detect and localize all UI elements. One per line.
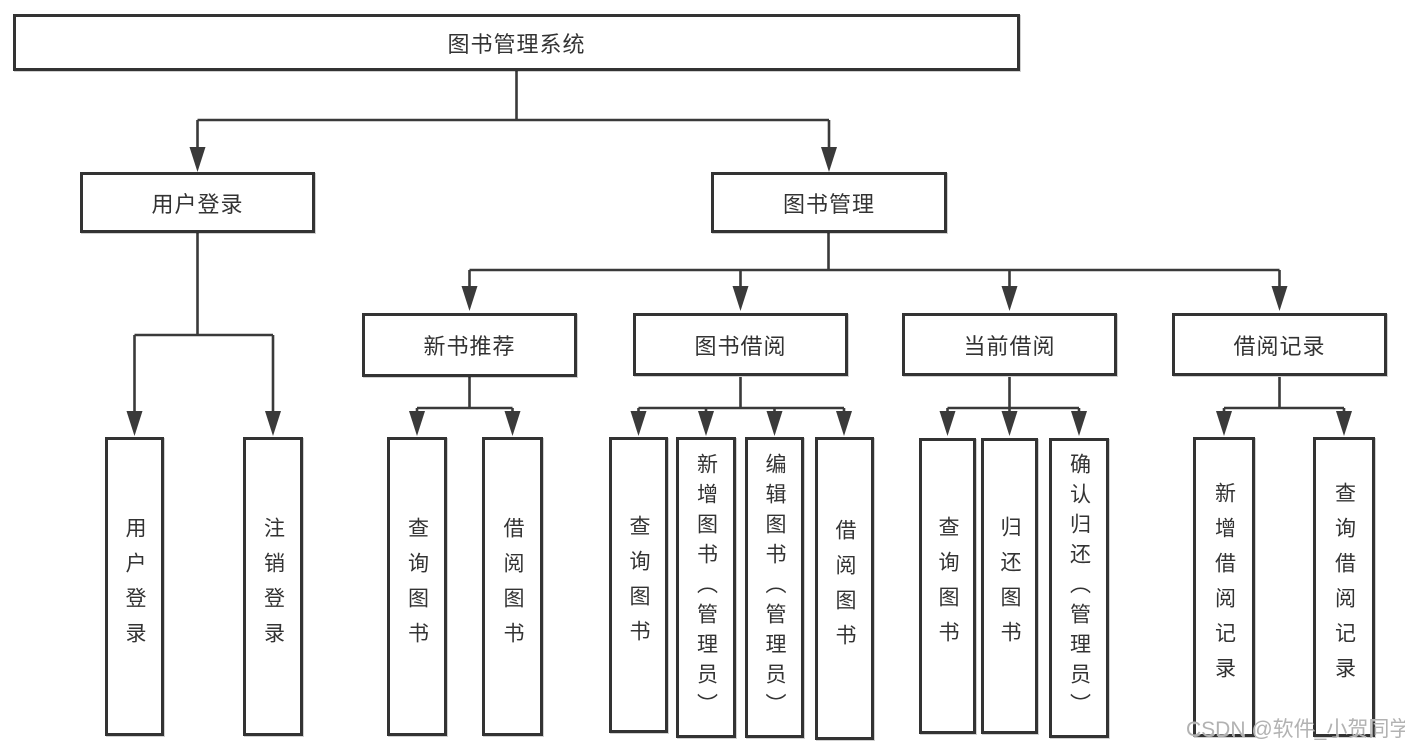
node-label: 归还图书 — [998, 516, 1021, 656]
leaf-add-books-admin: 新增图书（管理员） — [676, 437, 736, 738]
node-book-management: 图书管理 — [711, 172, 947, 233]
node-label: 用户登录 — [151, 191, 244, 217]
leaf-logout: 注销登录 — [243, 437, 303, 736]
node-label: 查询图书 — [627, 515, 650, 655]
node-current-borrow: 当前借阅 — [902, 313, 1117, 376]
csdn-watermark: CSDN @软件_小贺同学 — [1186, 718, 1405, 741]
node-label: 借阅图书 — [501, 516, 524, 657]
node-new-book-recommend: 新书推荐 — [362, 313, 577, 377]
node-label: 编辑图书（管理员） — [763, 452, 786, 723]
node-label: 当前借阅 — [963, 333, 1056, 359]
node-user-login: 用户登录 — [80, 172, 315, 233]
node-label: 查询图书 — [936, 516, 959, 656]
node-borrow-records: 借阅记录 — [1172, 313, 1387, 376]
node-label: 图书借阅 — [694, 333, 787, 359]
node-label: 查询图书 — [405, 516, 429, 657]
node-label: 注销登录 — [261, 516, 285, 657]
node-label: 查询借阅记录 — [1332, 482, 1356, 692]
leaf-return-books: 归还图书 — [981, 438, 1038, 734]
leaf-query-borrow-record: 查询借阅记录 — [1313, 437, 1375, 737]
node-label: 新增图书（管理员） — [694, 452, 718, 723]
node-label: 新增借阅记录 — [1212, 482, 1236, 692]
node-book-borrow: 图书借阅 — [633, 313, 848, 376]
node-label: 图书管理 — [782, 191, 875, 217]
node-label: 用户登录 — [123, 516, 146, 657]
leaf-borrow-books-recommend: 借阅图书 — [482, 437, 543, 736]
node-label: 借阅记录 — [1233, 333, 1326, 359]
node-label: 图书管理系统 — [447, 31, 586, 57]
leaf-borrow-books: 借阅图书 — [815, 437, 874, 740]
arrowheads — [126, 147, 1352, 436]
leaf-user-login: 用户登录 — [105, 437, 164, 736]
node-label: 新书推荐 — [423, 334, 516, 359]
node-label: 确认归还（管理员） — [1067, 453, 1091, 723]
leaf-query-books-borrow: 查询图书 — [609, 437, 668, 733]
node-label: 借阅图书 — [833, 518, 856, 659]
leaf-add-borrow-record: 新增借阅记录 — [1193, 437, 1255, 737]
leaf-edit-books-admin: 编辑图书（管理员） — [745, 437, 804, 738]
node-library-system: 图书管理系统 — [13, 14, 1020, 71]
leaf-query-books-current: 查询图书 — [919, 438, 976, 734]
leaf-confirm-return-admin: 确认归还（管理员） — [1049, 438, 1109, 738]
leaf-query-books-recommend: 查询图书 — [387, 437, 447, 736]
